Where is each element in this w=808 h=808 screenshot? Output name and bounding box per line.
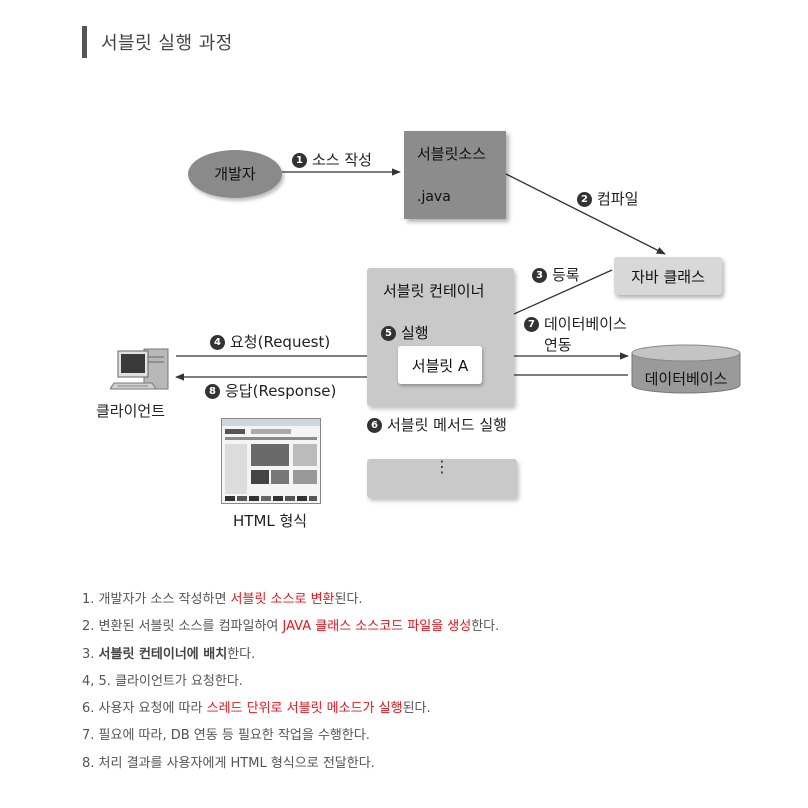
step8-text: 응답(Response) (225, 382, 337, 400)
header-accent-bar (82, 26, 87, 58)
list-item-text: 6. 사용자 요청에 따라 (82, 701, 207, 717)
step3-text: 등록 (552, 266, 580, 284)
servlet-source-ext: .java (417, 189, 451, 205)
list-item-text: 3. (82, 646, 99, 662)
list-item: 6. 사용자 요청에 따라 스레드 단위로 서블릿 메소드가 실행된다. (82, 695, 499, 722)
servlet-a-node: 서블릿 A (398, 346, 482, 384)
list-item-suffix: 된다. (402, 701, 431, 717)
step6-number-badge: 6 (367, 418, 382, 433)
java-class-label: 자바 클래스 (631, 268, 705, 286)
page-title: 서블릿 실행 과정 (101, 33, 233, 54)
database-cylinder-icon (631, 344, 741, 394)
step6-text: 서블릿 메서드 실행 (387, 416, 507, 434)
step8-number-badge: 8 (205, 384, 220, 399)
step4-number-badge: 4 (210, 335, 225, 350)
list-item-suffix: 한다. (227, 646, 256, 662)
list-item-text: 1. 개발자가 소스 작성하면 (82, 592, 231, 607)
step3-label: 3 등록 (532, 264, 580, 285)
list-item-text: 8. 처리 결과를 사용자에게 HTML 형식으로 전달한다. (82, 755, 375, 771)
section-header: 서블릿 실행 과정 (82, 26, 233, 58)
list-item-suffix: 된다. (334, 592, 363, 607)
process-steps-list: 1. 개발자가 소스 작성하면 서블릿 소스로 변환된다. 2. 변환된 서블릿… (82, 586, 499, 777)
list-item-text: 2. 변환된 서블릿 소스를 컴파일하여 (82, 619, 283, 635)
step5-label: 5 실행 (381, 322, 429, 343)
step7-text-line1: 데이터베이스 (544, 315, 627, 333)
step1-number-badge: 1 (292, 153, 307, 168)
list-item: 4, 5. 클라이언트가 요청한다. (82, 668, 499, 695)
step7-label: 7 데이터베이스 연동 (524, 314, 627, 356)
browser-page-thumbnail (221, 418, 321, 504)
step8-label: 8 응답(Response) (205, 380, 336, 401)
database-label: 데이터베이스 (644, 370, 728, 388)
arrow-compile (505, 173, 666, 255)
step4-text: 요청(Request) (230, 333, 331, 351)
step6-label: 6 서블릿 메서드 실행 (367, 414, 507, 435)
step7-number-badge: 7 (524, 317, 539, 332)
list-item: 7. 필요에 따라, DB 연동 등 필요한 작업을 수행한다. (82, 722, 499, 749)
step2-label: 2 컴파일 (577, 188, 638, 209)
step5-text: 실행 (401, 324, 429, 342)
list-item-highlight: JAVA 클래스 소스코드 파일을 생성 (282, 619, 472, 635)
list-item: 2. 변환된 서블릿 소스를 컴파일하여 JAVA 클래스 소스코드 파일을 생… (82, 613, 499, 640)
step2-text: 컴파일 (597, 190, 639, 208)
more-servlets-node: ⋮ (367, 459, 517, 498)
list-item-suffix: 한다. (471, 619, 500, 635)
list-item-highlight: 스레드 단위로 서블릿 메소드가 실행 (206, 701, 403, 717)
developer-node: 개발자 (188, 150, 282, 198)
java-class-node: 자바 클래스 (614, 257, 722, 295)
servlet-a-label: 서블릿 A (411, 357, 469, 375)
ellipsis-icon: ⋮ (434, 457, 450, 476)
diagram-arrows (175, 168, 666, 381)
step2-number-badge: 2 (577, 192, 592, 207)
list-item-bold: 서블릿 컨테이너에 배치 (98, 646, 228, 662)
servlet-process-diagram: 개발자 1 소스 작성 서블릿소스 .java 2 컴파일 자바 클래스 3 등록 서… (96, 131, 741, 530)
list-item-text: 7. 필요에 따라, DB 연동 등 필요한 작업을 수행한다. (82, 728, 370, 744)
list-item: 3. 서블릿 컨테이너에 배치한다. (82, 641, 499, 668)
database-node: 데이터베이스 (631, 344, 741, 394)
servlet-source-title: 서블릿소스 (417, 145, 487, 163)
step3-number-badge: 3 (532, 268, 547, 283)
list-item-highlight: 서블릿 소스로 변환 (230, 592, 335, 607)
step5-number-badge: 5 (381, 326, 396, 341)
html-format-label: HTML 형식 (233, 512, 308, 530)
servlet-container-title: 서블릿 컨테이너 (383, 282, 485, 300)
developer-label: 개발자 (214, 165, 256, 183)
list-item: 1. 개발자가 소스 작성하면 서블릿 소스로 변환된다. (82, 586, 499, 613)
client-computer-icon (110, 348, 169, 390)
list-item: 8. 처리 결과를 사용자에게 HTML 형식으로 전달한다. (82, 750, 499, 777)
servlet-container-node: 서블릿 컨테이너 5 실행 서블릿 A (367, 268, 514, 406)
step4-label: 4 요청(Request) (210, 331, 330, 352)
step7-text-line2: 연동 (544, 336, 572, 354)
step1-label: 1 소스 작성 (292, 149, 372, 170)
list-item-text: 4, 5. 클라이언트가 요청한다. (82, 673, 243, 689)
servlet-source-node: 서블릿소스 .java (404, 131, 506, 219)
client-label: 클라이언트 (96, 402, 166, 420)
step1-text: 소스 작성 (312, 151, 372, 169)
